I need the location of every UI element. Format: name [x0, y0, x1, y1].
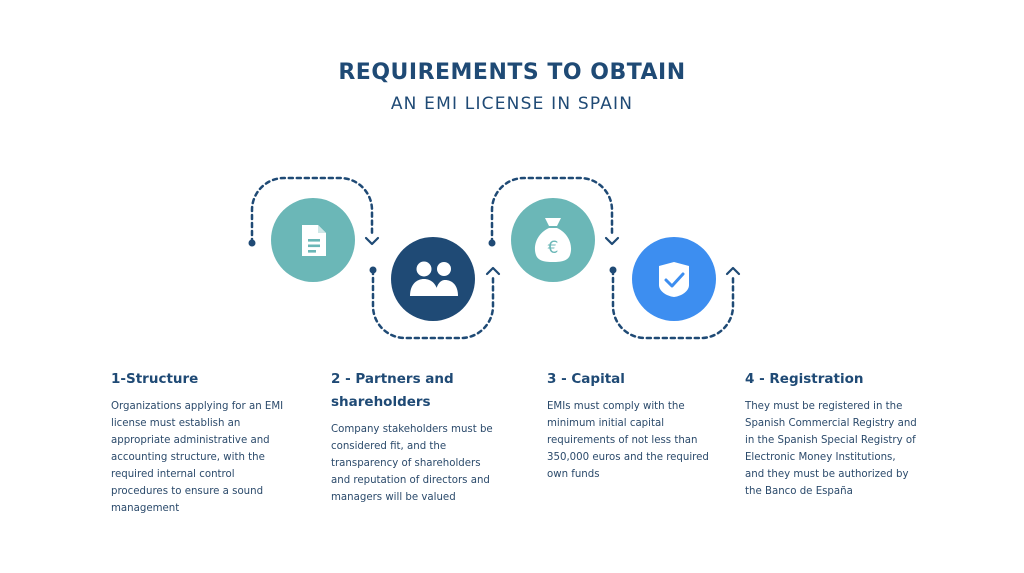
money-bag-euro-icon: €	[534, 218, 572, 262]
document-icon	[302, 225, 326, 256]
step-4-circle	[632, 237, 716, 321]
connector-dot-3	[488, 239, 496, 247]
step-3-description: EMIs must comply with the minimum initia…	[547, 401, 709, 480]
connector-dot-4	[609, 266, 617, 274]
page-subtitle: AN EMI LICENSE IN SPAIN	[390, 94, 634, 114]
svg-text:€: €	[548, 238, 559, 258]
step-1-description: Organizations applying for an EMI licens…	[111, 401, 284, 514]
arrow-up-icon	[485, 266, 501, 276]
step-1-circle	[271, 198, 355, 282]
shield-check-icon	[659, 262, 689, 297]
connector-2	[371, 268, 495, 340]
step-4: 4 - Registration They must be registered…	[745, 368, 917, 500]
connector-1	[250, 176, 374, 245]
step-3-circle: €	[511, 198, 595, 282]
arrow-down-icon	[604, 236, 620, 246]
arrow-up-icon	[725, 266, 741, 276]
step-3: 3 - Capital EMIs must comply with the mi…	[547, 368, 715, 483]
step-3-title: 3 - Capital	[547, 371, 625, 387]
step-4-title: 4 - Registration	[745, 371, 864, 387]
connector-4	[611, 268, 735, 340]
page-title: REQUIREMENTS TO OBTAIN	[338, 60, 686, 85]
arrow-down-icon	[364, 236, 380, 246]
step-2: 2 - Partners and shareholders Company st…	[331, 368, 501, 506]
step-2-description: Company stakeholders must be considered …	[331, 424, 493, 503]
step-2-circle	[391, 237, 475, 321]
step-2-title: 2 - Partners and shareholders	[331, 371, 454, 410]
people-icon	[410, 261, 458, 296]
connector-dot-2	[369, 266, 377, 274]
connector-3	[490, 176, 614, 245]
step-1: 1-Structure Organizations applying for a…	[111, 368, 286, 517]
step-1-title: 1-Structure	[111, 371, 199, 387]
step-4-description: They must be registered in the Spanish C…	[745, 401, 917, 497]
connector-dot-1	[248, 239, 256, 247]
